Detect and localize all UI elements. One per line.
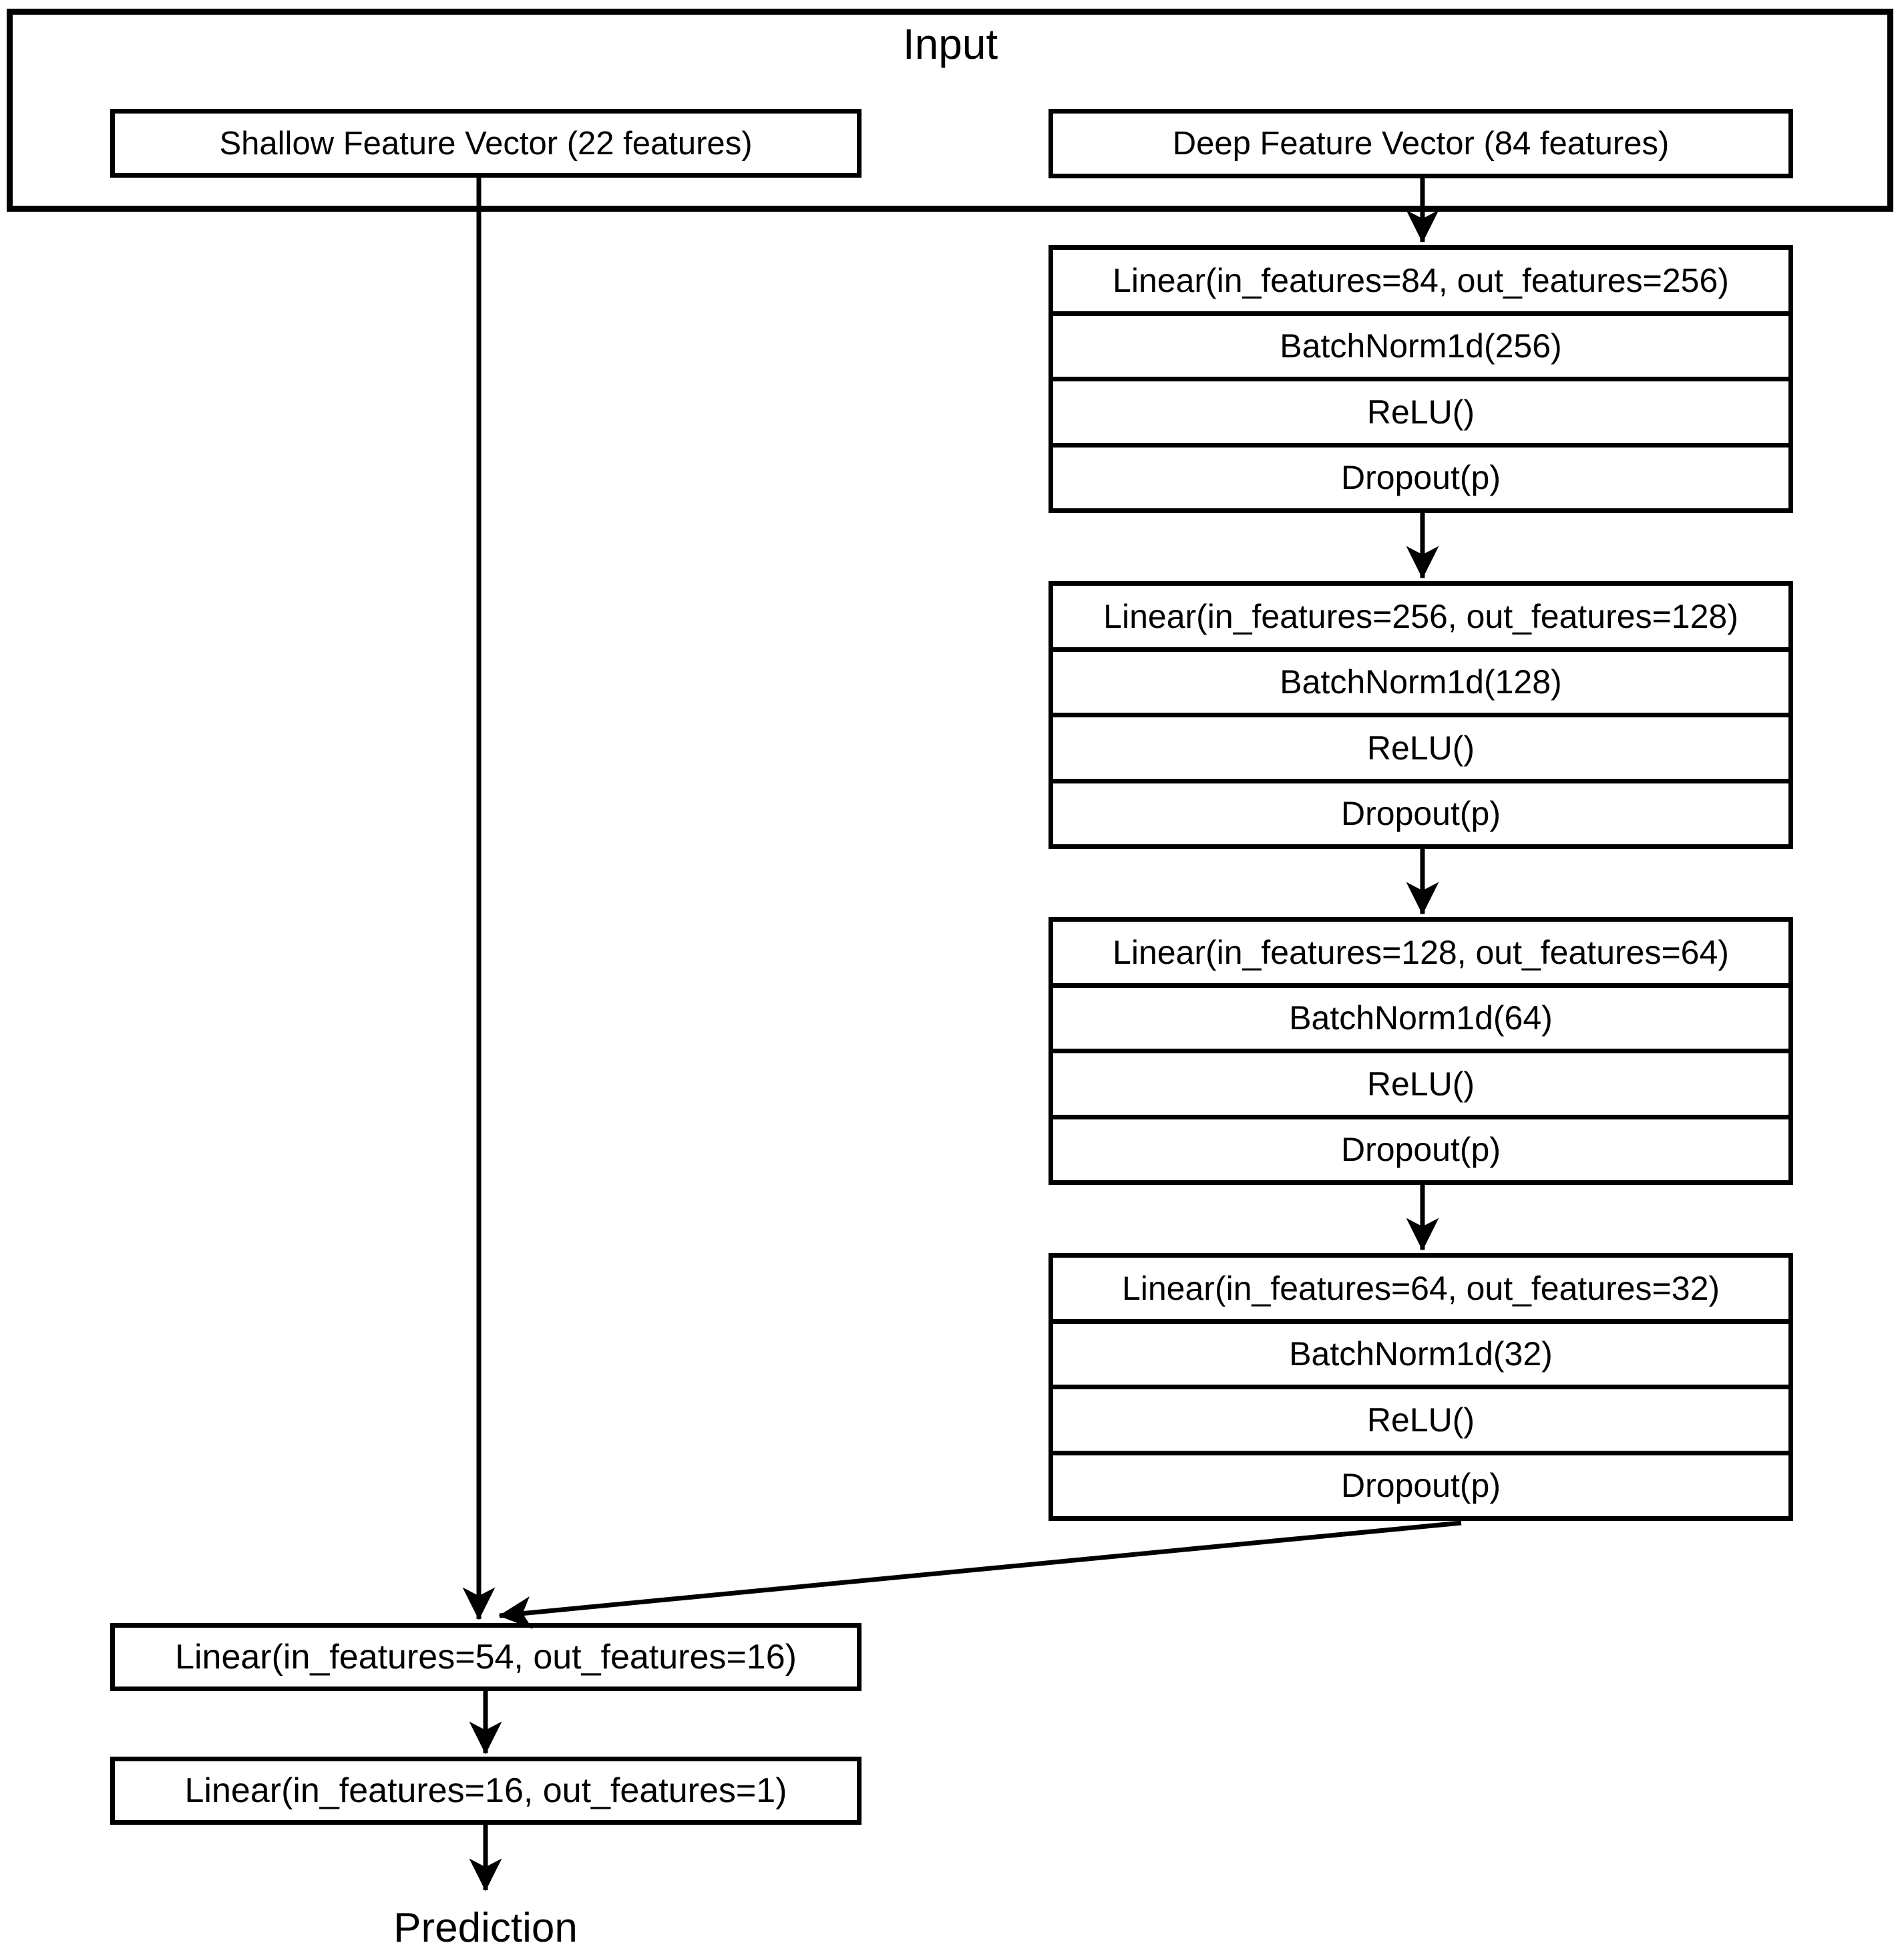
deep-block-4: Linear(in_features=64, out_features=32) …: [1049, 1253, 1793, 1521]
output-linear-box: Linear(in_features=16, out_features=1): [110, 1757, 862, 1825]
layer-label: Dropout(p): [1053, 778, 1788, 845]
deep-feature-box: Deep Feature Vector (84 features): [1049, 109, 1793, 178]
shallow-feature-box: Shallow Feature Vector (22 features): [110, 109, 862, 178]
layer-label: Linear(in_features=256, out_features=128…: [1103, 597, 1738, 635]
layer-label: ReLU(): [1053, 377, 1788, 443]
prediction-label: Prediction: [393, 1905, 578, 1951]
layer-label: Linear(in_features=128, out_features=64): [1113, 933, 1729, 971]
fusion-linear-box: Linear(in_features=54, out_features=16): [110, 1623, 862, 1691]
arrow-deepbranch-to-fusion: [498, 1520, 1462, 1629]
layer-label: ReLU(): [1053, 1385, 1788, 1451]
layer-label: Dropout(p): [1053, 442, 1788, 509]
deep-block-3: Linear(in_features=128, out_features=64)…: [1049, 917, 1793, 1185]
deep-block-2: Linear(in_features=256, out_features=128…: [1049, 581, 1793, 849]
layer-label: Linear(in_features=84, out_features=256): [1113, 261, 1729, 299]
deep-block-1: Linear(in_features=84, out_features=256)…: [1049, 245, 1793, 513]
layer-label: ReLU(): [1053, 713, 1788, 779]
input-title: Input: [902, 20, 998, 68]
layer-label: BatchNorm1d(128): [1053, 647, 1788, 713]
layer-label: BatchNorm1d(32): [1053, 1318, 1788, 1385]
layer-label: ReLU(): [1053, 1049, 1788, 1115]
layer-label: Dropout(p): [1053, 1450, 1788, 1517]
layer-label: BatchNorm1d(256): [1053, 311, 1788, 377]
layer-label: Dropout(p): [1053, 1114, 1788, 1181]
layer-label: Linear(in_features=64, out_features=32): [1121, 1269, 1720, 1307]
layer-label: BatchNorm1d(64): [1053, 983, 1788, 1049]
